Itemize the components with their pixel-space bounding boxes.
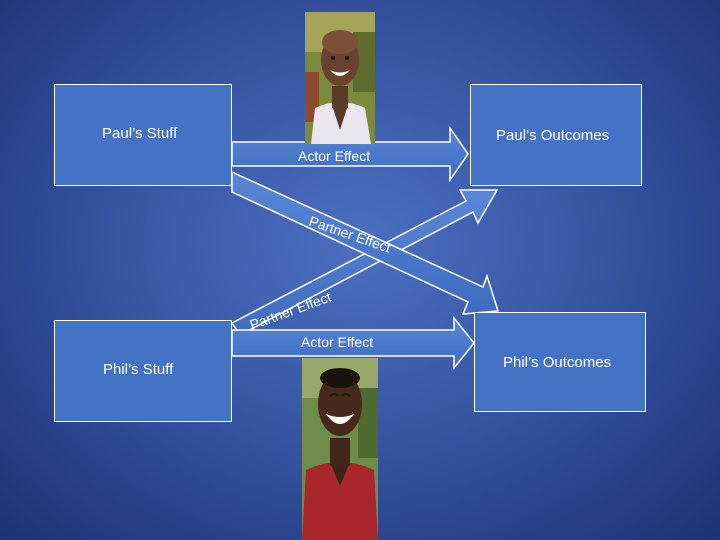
actor-effect-bottom-arrow bbox=[231, 315, 475, 371]
phils-stuff-box: Phil’s Stuff bbox=[54, 320, 232, 422]
pauls-outcomes-label: Paul’s Outcomes bbox=[496, 127, 610, 144]
partner-effect-down-label: Partner Effect bbox=[307, 213, 393, 256]
paul-photo bbox=[305, 12, 375, 144]
actor-effect-top-arrow bbox=[231, 125, 469, 183]
phils-outcomes-box: Phil’s Outcomes bbox=[474, 312, 646, 412]
actor-effect-bottom-label: Actor Effect bbox=[301, 334, 373, 350]
partner-effect-up-arrow bbox=[230, 189, 499, 336]
actor-effect-top-label: Actor Effect bbox=[298, 148, 370, 164]
pauls-stuff-label: Paul’s Stuff bbox=[102, 125, 178, 142]
phils-stuff-label: Phil’s Stuff bbox=[103, 361, 174, 378]
pauls-stuff-box: Paul’s Stuff bbox=[54, 84, 232, 186]
phils-outcomes-label: Phil’s Outcomes bbox=[503, 354, 612, 371]
phil-photo bbox=[302, 358, 378, 540]
pauls-outcomes-box: Paul’s Outcomes bbox=[470, 84, 642, 186]
